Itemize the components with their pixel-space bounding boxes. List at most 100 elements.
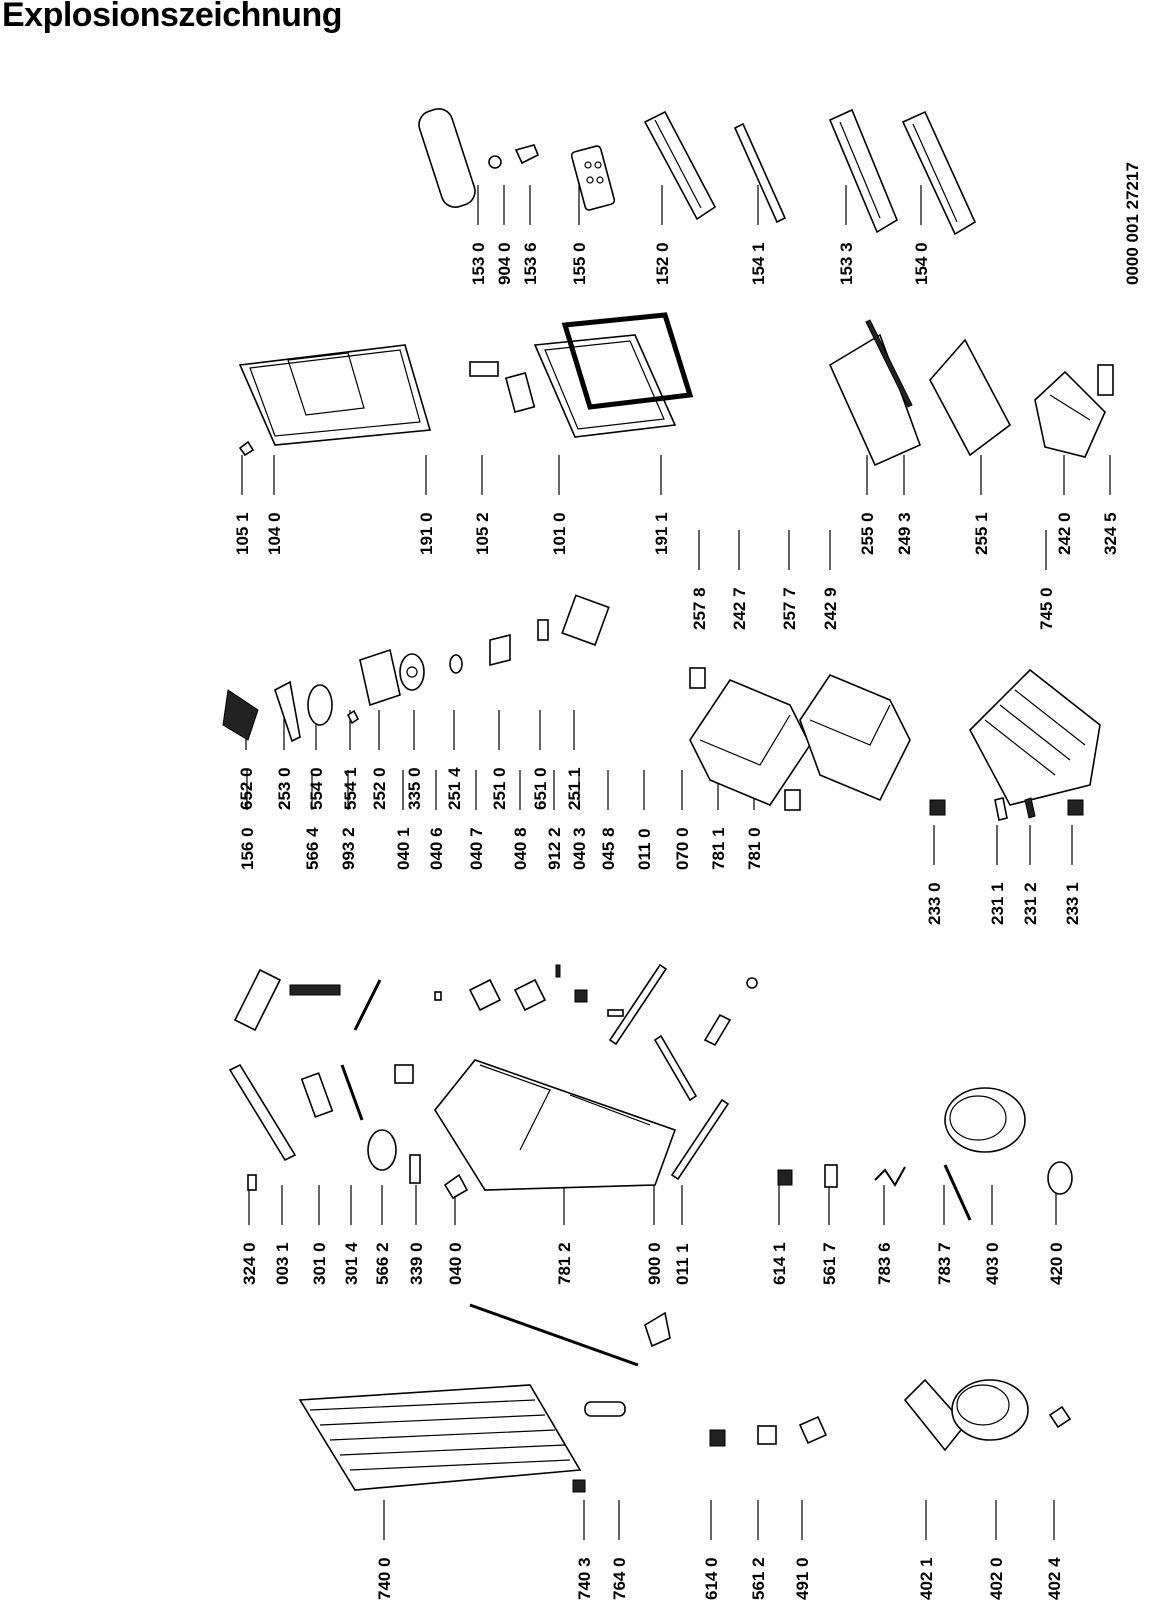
- part-740-0: [298, 1384, 582, 1491]
- part-153-6: [514, 144, 540, 165]
- part-number-label: 740 0: [375, 1557, 394, 1600]
- part-number-label: 324 0: [240, 1242, 259, 1285]
- part-554-1: [346, 709, 360, 725]
- part-251-4: [449, 654, 463, 674]
- part-783-7: [943, 1164, 972, 1221]
- part-651-0: [537, 619, 549, 641]
- part-339-0: [409, 1154, 421, 1184]
- part-904-0: [488, 155, 502, 169]
- part-number-label: 156 0: [238, 827, 257, 870]
- part-420-0: [1047, 1161, 1073, 1195]
- part-154-1: [733, 122, 787, 224]
- part-number-label: 242 7: [730, 587, 749, 630]
- part-number-label: 402 4: [1045, 1557, 1064, 1600]
- part-155-0: [570, 145, 616, 211]
- part-number-label: 249 3: [895, 512, 914, 555]
- part-number-label: 420 0: [1047, 1242, 1066, 1285]
- part-number-label: 993 2: [339, 827, 358, 870]
- part-number-label: 257 8: [690, 587, 709, 630]
- part-number-label: 253 0: [275, 767, 294, 810]
- part-number-label: 491 0: [793, 1557, 812, 1600]
- part-233-1: [1067, 799, 1084, 816]
- part-number-label: 781 0: [745, 827, 764, 870]
- part-number-label: 301 0: [310, 1242, 329, 1285]
- part-301-4: [340, 1064, 364, 1121]
- part-number-label: 040 0: [446, 1242, 465, 1285]
- part-040-3: [574, 989, 588, 1003]
- part-900-0: [644, 1311, 671, 1348]
- part-614-1: [777, 1169, 793, 1186]
- part-number-label: 745 0: [1037, 587, 1056, 630]
- part-242-0: [1034, 370, 1106, 458]
- part-251-1: [561, 594, 610, 646]
- part-402-0: [951, 1379, 1029, 1441]
- part-number-label: 191 1: [652, 512, 671, 555]
- part-number-label: 231 2: [1021, 882, 1040, 925]
- part-number-label: 781 1: [709, 827, 728, 870]
- part-242-9: [799, 674, 911, 802]
- part-number-label: 040 1: [394, 827, 413, 870]
- part-number-label: 251 4: [445, 767, 464, 810]
- part-781-2: [469, 1303, 639, 1367]
- part-number-label: 783 6: [875, 1242, 894, 1285]
- part-number-label: 105 1: [233, 512, 252, 555]
- part-040-8: [513, 978, 547, 1012]
- part-231-1: [994, 797, 1008, 821]
- part-912-2: [555, 964, 561, 978]
- part-number-label: 154 1: [749, 242, 768, 285]
- part-number-label: 153 3: [837, 242, 856, 285]
- part-number-label: 155 0: [570, 242, 589, 285]
- part-153-3: [828, 108, 899, 234]
- page-title: Explosionszeichnung: [2, 0, 342, 34]
- part-561-2: [757, 1425, 777, 1445]
- part-number-label: 561 2: [749, 1557, 768, 1600]
- part-number-label: 003 1: [273, 1242, 292, 1285]
- part-491-0: [798, 1415, 828, 1445]
- part-number-label: 242 9: [821, 587, 840, 630]
- part-number-label: 904 0: [495, 242, 514, 285]
- part-number-label: 781 2: [555, 1242, 574, 1285]
- part-number-label: 651 0: [531, 767, 550, 810]
- part-number-label: 233 1: [1063, 882, 1082, 925]
- part-045-8: [607, 1009, 624, 1017]
- part-number-label: 040 7: [467, 827, 486, 870]
- part-number-label: 040 8: [511, 827, 530, 870]
- part-number-label: 764 0: [610, 1557, 629, 1600]
- part-number-label: 045 8: [599, 827, 618, 870]
- part-745-0: [969, 668, 1101, 806]
- part-104-0: [238, 344, 432, 446]
- part-number-label: 561 7: [820, 1242, 839, 1285]
- part-number-label: 233 0: [925, 882, 944, 925]
- part-249-3: [865, 319, 913, 408]
- part-number-label: 040 6: [427, 827, 446, 870]
- part-number-label: 101 0: [550, 512, 569, 555]
- part-number-label: 339 0: [407, 1242, 426, 1285]
- part-040-6: [434, 991, 442, 1001]
- part-number-label: 614 0: [702, 1557, 721, 1600]
- part-335-0: [399, 653, 425, 691]
- part-number-label: 153 6: [521, 242, 540, 285]
- document-number: 0000 001 27217: [1123, 162, 1142, 285]
- part-566-4: [289, 984, 341, 996]
- part-number-label: 783 7: [935, 1242, 954, 1285]
- part-number-label: 251 0: [490, 767, 509, 810]
- part-number-label: 252 0: [370, 767, 389, 810]
- part-070-0: [653, 1034, 698, 1102]
- part-251-0: [489, 633, 511, 667]
- part-242-7: [689, 679, 811, 806]
- part-255-1: [929, 338, 1012, 457]
- part-301-0: [300, 1072, 334, 1118]
- part-105-1: [238, 440, 255, 457]
- part-153-0: [418, 108, 476, 208]
- part-040-7: [468, 978, 502, 1012]
- part-number-label: 040 3: [570, 827, 589, 870]
- part-number-label: 152 0: [653, 242, 672, 285]
- part-number-label: 011 0: [635, 828, 654, 870]
- part-number-label: 104 0: [265, 512, 284, 555]
- part-783-6: [874, 1166, 906, 1187]
- part-402-4: [1048, 1405, 1072, 1429]
- part-566-2: [367, 1129, 397, 1171]
- part-number-label: 231 1: [988, 882, 1007, 925]
- part-324-0: [247, 1174, 257, 1191]
